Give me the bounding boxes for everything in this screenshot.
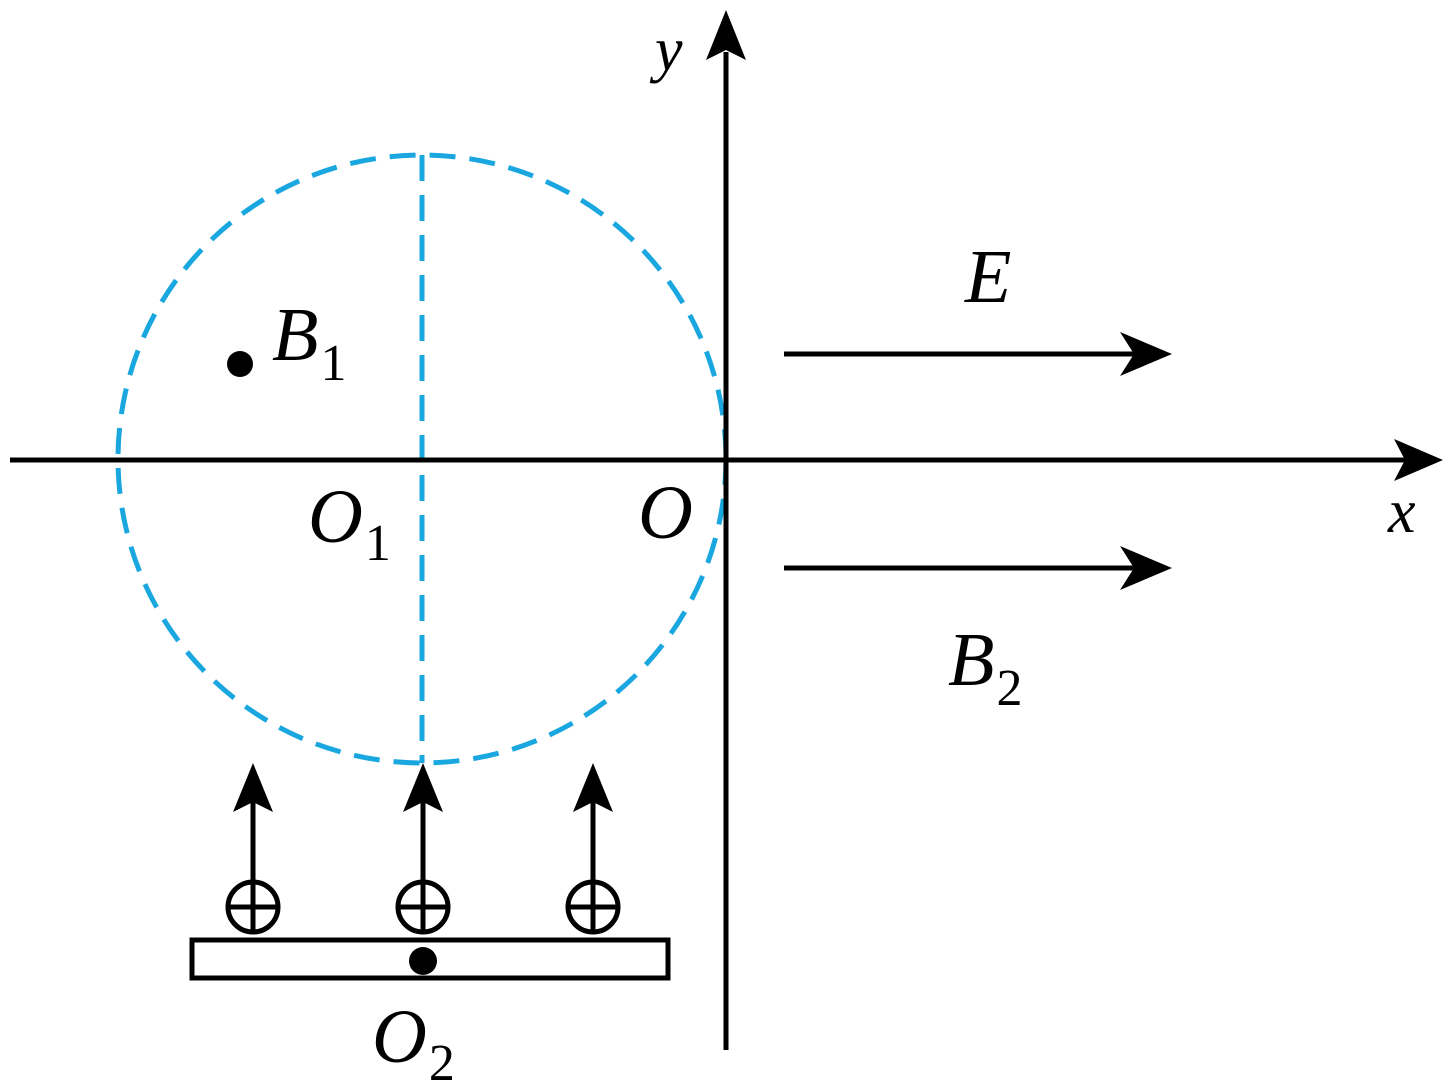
o2-label: O2 (372, 995, 455, 1091)
o2-point-dot (409, 947, 437, 975)
particle-arrow-left-head (233, 763, 273, 812)
dot-out-of-page-icon (227, 351, 253, 377)
e-field-arrowhead (1120, 332, 1172, 376)
particle-arrow-middle-head (403, 763, 443, 812)
x-axis-label: x (1387, 478, 1416, 546)
o1-label: O1 (308, 475, 391, 572)
b1-label: B1 (272, 293, 346, 392)
y-axis-arrowhead (706, 10, 746, 60)
y-axis-label: y (649, 16, 683, 84)
circled-plus-icon (225, 879, 281, 935)
x-axis-arrowhead (1394, 439, 1443, 481)
b2-field-arrowhead (1120, 546, 1172, 590)
circled-plus-icon (565, 879, 621, 935)
e-field-label: E (964, 235, 1011, 319)
particle-arrow-right-head (573, 763, 613, 812)
b2-label: B2 (948, 618, 1022, 717)
origin-label: O (638, 471, 693, 555)
circled-plus-icon (395, 879, 451, 935)
